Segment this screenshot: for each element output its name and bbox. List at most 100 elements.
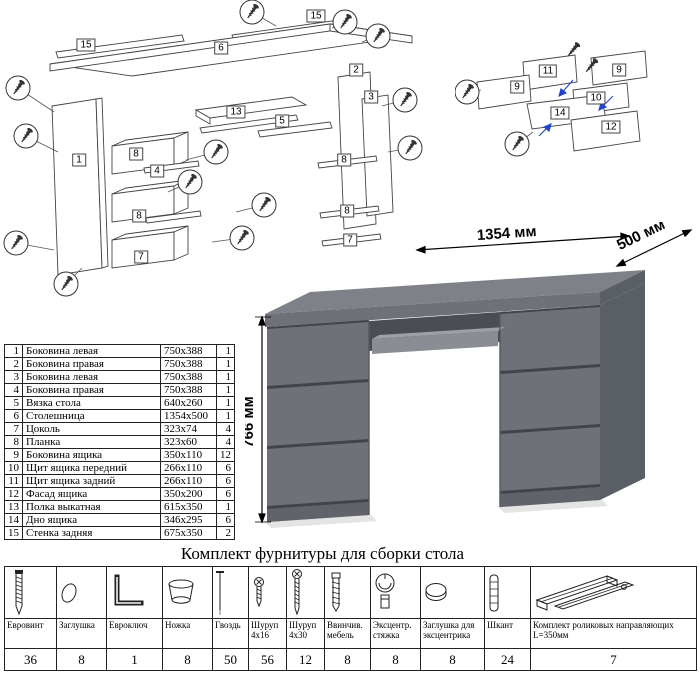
hardware-item-name: Заглушка <box>56 618 107 649</box>
hardware-item-qty: 8 <box>162 648 213 671</box>
part-number-label: 8 <box>132 209 146 223</box>
part-number-label: 9 <box>510 80 524 94</box>
exploded-main-panels <box>49 18 413 276</box>
hardware-item-name: Евровинт <box>4 618 57 649</box>
part-number-label: 9 <box>612 63 626 77</box>
part-number-label: 6 <box>214 41 228 55</box>
hardware-item-name: Шкант <box>484 618 531 649</box>
cam-cap-icon <box>420 566 485 619</box>
part-number-label: 12 <box>601 120 621 134</box>
depth-dimension-arrow <box>615 229 693 267</box>
hardware-item-qty: 8 <box>324 648 371 671</box>
euro-screw-icon <box>4 566 57 619</box>
dowel-icon <box>484 566 531 619</box>
width-dimension-label: 1354 мм <box>476 223 537 244</box>
part-number-label: 10 <box>586 91 606 105</box>
height-dimension-arrow <box>255 315 271 524</box>
hex-key-icon <box>106 566 163 619</box>
hardware-item-qty: 8 <box>370 648 421 671</box>
hardware-item-qty: 50 <box>212 648 249 671</box>
exploded-drawer-labels: 11 9 9 10 14 12 <box>455 40 700 180</box>
part-number-label: 3 <box>364 90 378 104</box>
width-dimension-arrow <box>415 232 631 254</box>
drawer-slides-icon <box>530 566 697 619</box>
part-number-label: 2 <box>349 63 363 77</box>
part-number-label: 11 <box>538 64 558 78</box>
hardware-item-name: Эксцентр. стяжка <box>370 618 421 649</box>
leg-icon <box>162 566 213 619</box>
part-number-label: 5 <box>275 114 289 128</box>
hardware-item-name: Шуруп 4x16 <box>248 618 287 649</box>
desk-svg: 1354 мм 500 мм 766 мм <box>245 222 693 528</box>
exploded-view-drawer: 11 9 9 10 14 12 <box>455 40 700 180</box>
screw-4x16-icon <box>248 566 287 619</box>
exploded-main-svg <box>3 0 423 297</box>
hardware-item-name: Ввинчив. мебель <box>324 618 371 649</box>
assembly-direction-arrows <box>538 79 614 137</box>
hardware-item-name: Комплект роликовых направляющих L=350мм <box>530 618 697 649</box>
desk-side-faces <box>600 270 645 500</box>
hardware-item-name: Гвоздь <box>212 618 249 649</box>
desk-shadow <box>265 500 608 528</box>
keyboard-tray <box>372 331 498 354</box>
part-number-label: 13 <box>226 105 246 119</box>
part-number-label: 7 <box>134 250 148 264</box>
hardware-item-qty: 8 <box>56 648 107 671</box>
part-number-label: 15 <box>306 9 326 23</box>
hardware-item-qty: 36 <box>4 648 57 671</box>
desk-tabletop <box>265 270 645 314</box>
part-number-label: 4 <box>150 164 164 178</box>
height-dimension-label: 766 мм <box>245 396 257 447</box>
hardware-item-qty: 24 <box>484 648 531 671</box>
part-number-label: 8 <box>129 147 143 161</box>
part-number-label: 15 <box>76 38 96 52</box>
hardware-item-name: Шуруп 4x30 <box>286 618 325 649</box>
hardware-item-qty: 1 <box>106 648 163 671</box>
hardware-item-name: Евроключ <box>106 618 163 649</box>
drawer-gaps <box>267 305 600 509</box>
depth-dimension-label: 500 мм <box>614 222 668 254</box>
hardware-item-qty: 12 <box>286 648 325 671</box>
hardware-item-name: Ножка <box>162 618 213 649</box>
cap-icon <box>56 566 107 619</box>
hardware-item-qty: 7 <box>530 648 697 671</box>
cam-lock-icon <box>370 566 421 619</box>
keyboard-tray-top <box>372 327 505 339</box>
hardware-item-qty: 56 <box>248 648 287 671</box>
part-number-label: 8 <box>340 204 354 218</box>
screw-4x30-icon <box>286 566 325 619</box>
hardware-item-name: Заглушка для эксцентрика <box>420 618 485 649</box>
hardware-icons-row <box>4 566 697 619</box>
part-number-label: 7 <box>343 233 357 247</box>
desk-plinth <box>267 487 600 522</box>
nail-icon <box>212 566 249 619</box>
hardware-kit-title: Комплект фурнитуры для сборки стола <box>180 544 465 563</box>
desk-front-faces <box>265 292 600 522</box>
desk-render: 1354 мм 500 мм 766 мм <box>245 222 700 552</box>
part-number-label: 14 <box>550 106 570 120</box>
hardware-item-qty: 8 <box>420 648 485 671</box>
insert-bolt-icon <box>324 566 371 619</box>
